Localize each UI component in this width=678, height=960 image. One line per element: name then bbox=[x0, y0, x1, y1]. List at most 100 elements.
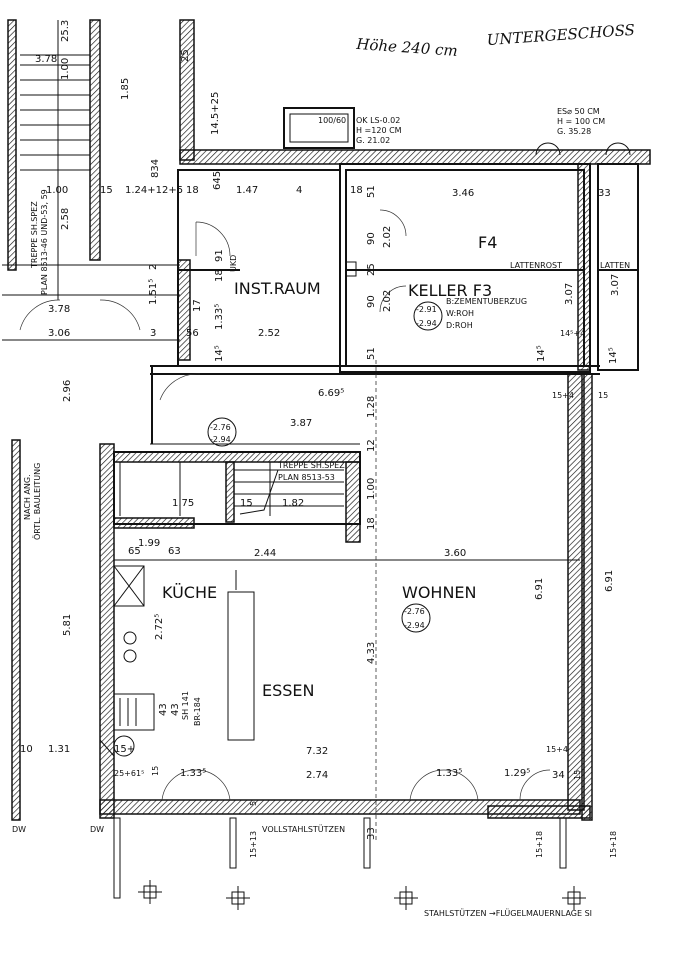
dim-100b: 1.00 bbox=[46, 185, 68, 196]
dim-33: 33 bbox=[598, 188, 611, 199]
dw-1: DW bbox=[12, 825, 26, 834]
room-wohnen: WOHNEN bbox=[402, 583, 477, 602]
room-essen: ESSEN bbox=[262, 681, 315, 700]
floor-title: UNTERGESCHOSS bbox=[486, 21, 635, 49]
right-window-line1: ES⌀ 50 CM bbox=[557, 107, 600, 116]
right-window-line3: G. 35.28 bbox=[557, 127, 591, 136]
br-label: BR-184 bbox=[193, 697, 202, 726]
dim-145c: 14⁵ bbox=[536, 345, 547, 362]
dim-15c: 15 bbox=[240, 498, 253, 509]
dim-10: 10 bbox=[20, 744, 33, 755]
hall-level-bottom: -2.94 bbox=[210, 435, 231, 444]
height-note: Höhe 240 cm bbox=[355, 35, 458, 60]
dim-90a: 90 bbox=[366, 232, 377, 245]
dim-1335b: 1.33⁵ bbox=[180, 768, 206, 779]
dim-296: 2.96 bbox=[62, 380, 73, 402]
dim-124: 1.24+12+5 bbox=[125, 185, 183, 196]
dim-15-18b: 15+18 bbox=[609, 831, 618, 858]
dim-691b: 6.91 bbox=[604, 570, 615, 592]
dim-43b: 43 bbox=[170, 703, 181, 716]
dim-15-4b: 15+4 bbox=[546, 745, 568, 754]
dim-378: 3.78 bbox=[35, 54, 57, 65]
dim-6695: 6.69⁵ bbox=[318, 388, 344, 399]
dim-145-25: 14.5+25 bbox=[210, 92, 221, 135]
dim-65: 65 bbox=[128, 546, 141, 557]
dim-1295: 1.29⁵ bbox=[504, 768, 530, 779]
dim-244: 2.44 bbox=[254, 548, 276, 559]
dim-433: 4.33 bbox=[366, 642, 377, 664]
nach-ang-1: NACH ANG. bbox=[23, 474, 32, 520]
dim-258: 2.58 bbox=[60, 208, 71, 230]
left-column-wall bbox=[179, 19, 195, 161]
dim-18a: 18 bbox=[186, 185, 199, 196]
dim-15-13: 15+13 bbox=[249, 831, 258, 858]
dim-834: 834 bbox=[150, 159, 161, 178]
dim-128: 1.28 bbox=[366, 396, 377, 418]
dim-274: 2.74 bbox=[306, 770, 328, 781]
dim-15b: 15 bbox=[598, 391, 608, 400]
dim-15e: 15 bbox=[151, 766, 160, 776]
stahlstuetzen-label: STAHLSTÜTZEN →FLÜGELMAUERNLAGE SI bbox=[424, 908, 592, 918]
keller-block bbox=[339, 163, 639, 373]
dim-145b: 14⁵ bbox=[214, 345, 225, 362]
dim-15-plus: 15+ bbox=[114, 744, 135, 755]
bottom-columns bbox=[113, 817, 586, 910]
dim-91: 91 bbox=[214, 249, 225, 262]
keller-level-top: -2.91 bbox=[416, 305, 437, 314]
lattenrost-2: LATTEN bbox=[600, 261, 630, 270]
dim-360: 3.60 bbox=[444, 548, 466, 559]
dim-307a: 3.07 bbox=[564, 283, 575, 305]
dim-1454: 14⁵+4 bbox=[560, 329, 585, 338]
window-size: 100/60 bbox=[318, 116, 346, 125]
living-area bbox=[99, 360, 593, 840]
dim-252: 2.52 bbox=[258, 328, 280, 339]
keller-level-marker bbox=[413, 301, 443, 331]
dim-18b: 18 bbox=[350, 185, 363, 196]
dim-346: 3.46 bbox=[452, 188, 474, 199]
dim-185: 1.85 bbox=[120, 78, 131, 100]
inst-raum-block bbox=[177, 169, 357, 367]
dim-90b: 90 bbox=[366, 295, 377, 308]
stair-mid-1: TREPPE SH.SPEZ bbox=[277, 461, 345, 470]
hallway bbox=[150, 365, 600, 445]
dim-51b: 51 bbox=[366, 347, 377, 360]
dim-34: 34 bbox=[552, 770, 565, 781]
room-kueche: KÜCHE bbox=[162, 583, 217, 602]
dim-18d: 18 bbox=[366, 517, 377, 530]
dim-1335: 1.33⁵ bbox=[214, 304, 225, 330]
dw-2: DW bbox=[90, 825, 104, 834]
dim-131: 1.31 bbox=[48, 744, 70, 755]
lattenrost-1: LATTENROST bbox=[510, 261, 562, 270]
dim-63: 63 bbox=[168, 546, 181, 557]
middle-stair-block bbox=[99, 443, 361, 819]
left-stair-area bbox=[2, 19, 180, 341]
stair-left-1: TREPPE SH.SPEZ bbox=[30, 201, 39, 269]
dim-5: 5 bbox=[249, 801, 258, 806]
left-annex-wall bbox=[11, 439, 21, 821]
dim-18c: 18 bbox=[214, 269, 225, 282]
room-inst-raum: INST.RAUM bbox=[234, 279, 321, 298]
dim-15-4: 15+4 bbox=[552, 391, 574, 400]
room-f4: F4 bbox=[478, 233, 497, 252]
keller-spec-d: D:ROH bbox=[446, 321, 473, 330]
dim-147: 1.47 bbox=[236, 185, 258, 196]
dim-691a: 6.91 bbox=[534, 578, 545, 600]
ukd: UKD bbox=[229, 255, 238, 272]
keller-level-bottom: -2.94 bbox=[416, 319, 437, 328]
dim-202b: 2.02 bbox=[382, 290, 393, 312]
room-keller-f3: KELLER F3 bbox=[408, 281, 492, 300]
keller-spec-b: B:ZEMENTUBERZUG bbox=[446, 297, 527, 306]
dim-199: 1.99 bbox=[138, 538, 160, 549]
dim-33b: 33 bbox=[366, 827, 377, 840]
wohnen-level-top: -2.76 bbox=[404, 607, 425, 616]
dim-25b: 25 bbox=[366, 263, 377, 276]
dim-145d: 14⁵ bbox=[608, 347, 619, 364]
dim-306: 3.06 bbox=[48, 328, 70, 339]
dim-1335c: 1.33⁵ bbox=[436, 768, 462, 779]
wohnen-level-bottom: -2.94 bbox=[404, 621, 425, 630]
nach-ang-2: ÖRTL. BAULEITUNG bbox=[32, 463, 42, 540]
dim-387: 3.87 bbox=[290, 418, 312, 429]
dim-2: 2 bbox=[148, 264, 159, 270]
dim-378b: 3.78 bbox=[48, 304, 70, 315]
